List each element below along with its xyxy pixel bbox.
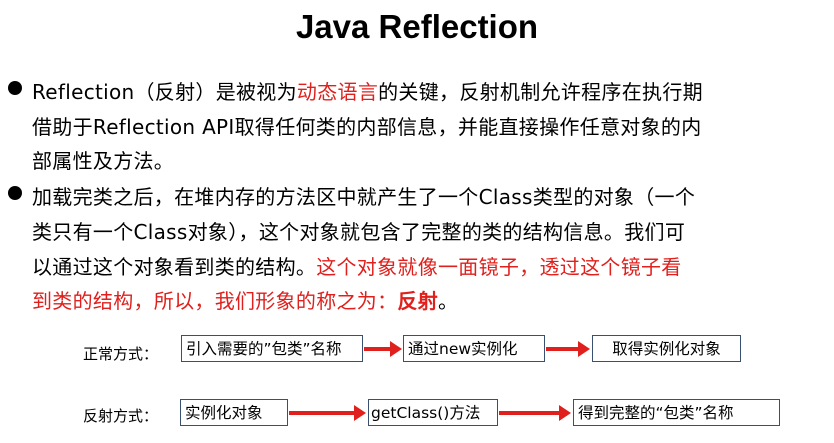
text-segment: 加载完类之后，在堆内存的方法区中就产生了一个Class类型的对象（一个: [32, 185, 696, 209]
text-segment: 反射: [397, 289, 439, 313]
text-segment: 以通过这个对象看到类的结构。: [32, 255, 317, 279]
text-segment: 类只有一个Class对象），这个对象就包含了完整的类的结构信息。我们可: [32, 220, 686, 244]
reflection-step-2: getClass()方法: [368, 399, 498, 426]
text-segment: 动态语言: [296, 80, 379, 104]
normal-step-1: 引入需要的”包类”名称: [181, 335, 363, 362]
text-line: Reflection（反射）是被视为动态语言的关键，反射机制允许程序在执行期: [32, 76, 703, 105]
text-line: 到类的结构，所以，我们形象的称之为：反射。: [32, 285, 458, 314]
text-line: 类只有一个Class对象），这个对象就包含了完整的类的结构信息。我们可: [32, 216, 685, 245]
normal-flow-label: 正常方式：: [83, 345, 159, 363]
reflection-step-1: 实例化对象: [180, 399, 288, 426]
arrow-icon: [546, 341, 590, 357]
text-segment: 到类的结构，所以，我们形象的称之为：: [32, 289, 398, 313]
text-segment: 借助于Reflection API取得任何类的内部信息，并能直接操作任意对象的内: [32, 115, 702, 139]
slide-title: Java Reflection: [295, 8, 539, 45]
arrow-icon: [289, 405, 366, 421]
bullet-icon: [8, 81, 22, 95]
bullet-icon: [8, 186, 22, 200]
text-line: 借助于Reflection API取得任何类的内部信息，并能直接操作任意对象的内: [32, 111, 702, 140]
normal-step-3: 取得实例化对象: [592, 335, 741, 362]
text-segment: 的关键，反射机制允许程序在执行期: [378, 80, 703, 104]
arrow-icon: [364, 341, 402, 357]
reflection-step-3: 得到完整的“包类”名称: [573, 399, 780, 426]
normal-step-2: 通过new实例化: [403, 335, 545, 362]
text-line: 加载完类之后，在堆内存的方法区中就产生了一个Class类型的对象（一个: [32, 181, 695, 210]
text-segment: 部属性及方法。: [32, 149, 175, 173]
reflection-flow-label: 反射方式：: [83, 407, 159, 425]
text-segment: Reflection（反射）是被视为: [32, 80, 297, 104]
text-segment: 。: [438, 289, 459, 313]
arrow-icon: [499, 405, 571, 421]
text-line: 部属性及方法。: [32, 145, 174, 174]
text-segment: 这个对象就像一面镜子，透过这个镜子看: [316, 255, 682, 279]
text-line: 以通过这个对象看到类的结构。这个对象就像一面镜子，透过这个镜子看: [32, 251, 682, 280]
